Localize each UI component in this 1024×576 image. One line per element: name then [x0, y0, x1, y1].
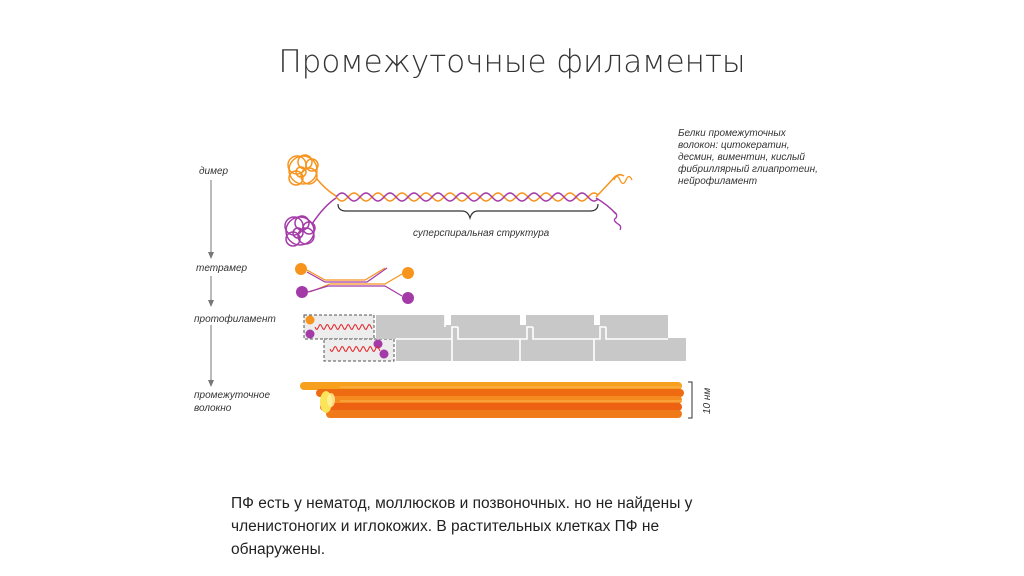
tetramer-illustration	[295, 263, 414, 304]
purple-globular-head	[284, 215, 316, 247]
stage-label-fiber-line1: промежуточное	[194, 390, 270, 401]
diameter-label: 10 нм	[702, 388, 713, 414]
proteins-list: Белки промежуточных волокон: цитокератин…	[678, 128, 818, 187]
progression-arrow	[208, 180, 214, 387]
slide-note: ПФ есть у нематод, моллюсков и позвоночн…	[231, 495, 693, 558]
supercoil-label: суперспиральная структура	[413, 228, 550, 239]
diameter-bracket	[688, 381, 693, 419]
stage-label-tetramer: тетрамер	[196, 263, 248, 274]
stage-label-dimer: димер	[199, 166, 229, 177]
stage-label-fiber-line2: волокно	[194, 403, 232, 414]
intermediate-fiber-illustration	[300, 381, 693, 419]
supercoil-brace	[337, 203, 599, 221]
protofilament-illustration	[303, 314, 686, 362]
stage-label-protofilament: протофиламент	[194, 313, 276, 325]
slide-title: Промежуточные филаменты	[278, 44, 746, 80]
orange-globular-head	[287, 154, 319, 186]
dimer-illustration	[284, 154, 633, 247]
